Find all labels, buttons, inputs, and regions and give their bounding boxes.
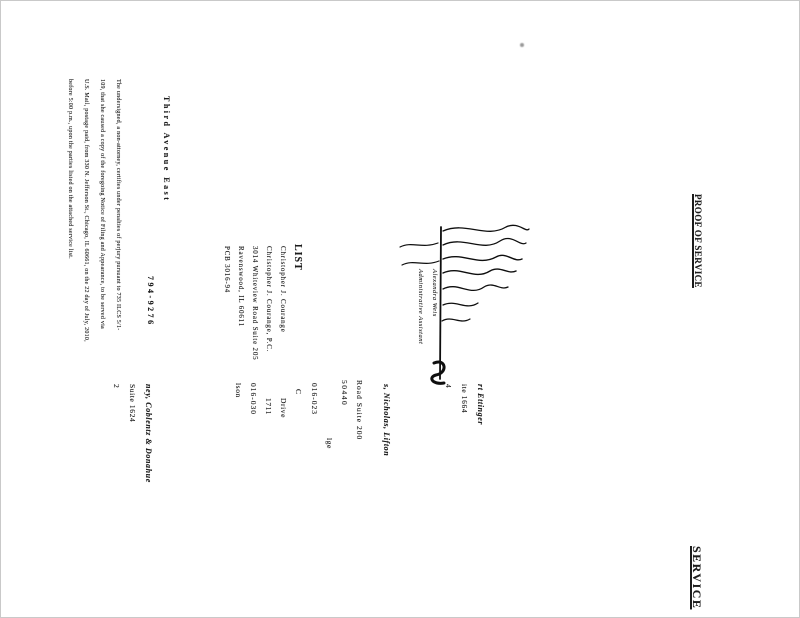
service-entry: s, Nicholas, Lifton	[382, 384, 391, 457]
heading-service: SERVICE	[690, 546, 704, 610]
service-entry: 1711	[264, 398, 273, 416]
service-entry: 016-023	[310, 383, 319, 415]
signer-name: Alexandra Weis	[431, 269, 438, 317]
service-entry: Drive	[279, 398, 288, 419]
service-entry: Suite 1624	[128, 384, 137, 423]
attorney-line: PCB 3016-94	[223, 246, 231, 294]
heading-proof-of-service: PROOF OF SERVICE	[693, 194, 703, 288]
body-line: before 5:00 p.m., upon the parties liste…	[67, 79, 73, 259]
attorney-line: 3014 Whiteview Road Suite 205	[251, 246, 259, 361]
service-entry: rt Ettinger	[476, 384, 485, 426]
scan-noise-dot	[520, 43, 524, 47]
body-line: 109, that she caused a copy of the foreg…	[99, 79, 105, 329]
letterhead-phone: 794-9276	[146, 276, 155, 327]
letterhead-address: Third Avenue East	[162, 96, 171, 203]
service-entry: 016-030	[249, 383, 258, 415]
service-entry: lge	[325, 438, 334, 449]
body-line: The undersigned, a non-attorney, certifi…	[115, 79, 121, 331]
service-entry: ite 1664	[460, 384, 469, 414]
signer-title: Administrative Assistant	[417, 269, 424, 345]
service-entry: 50440	[340, 380, 349, 407]
service-list-header: LIST	[292, 244, 303, 271]
service-entry: lson	[234, 383, 243, 398]
attorney-line: Christopher J. Courange	[279, 246, 287, 333]
service-entry: 4	[444, 384, 453, 388]
attorney-line: Christopher J. Courange, P.C.	[265, 246, 273, 353]
signature-scribble	[399, 224, 530, 385]
attorney-line: Ravenswood, IL 60611	[237, 246, 245, 327]
service-entry: ney, Coblentz & Donahue	[144, 384, 153, 483]
service-entry: Road Suite 200	[355, 380, 364, 441]
body-line: U.S. Mail, postage paid, from 330 N. Jef…	[83, 79, 89, 342]
service-entry: 2	[112, 384, 121, 388]
service-entry: C	[294, 389, 303, 395]
